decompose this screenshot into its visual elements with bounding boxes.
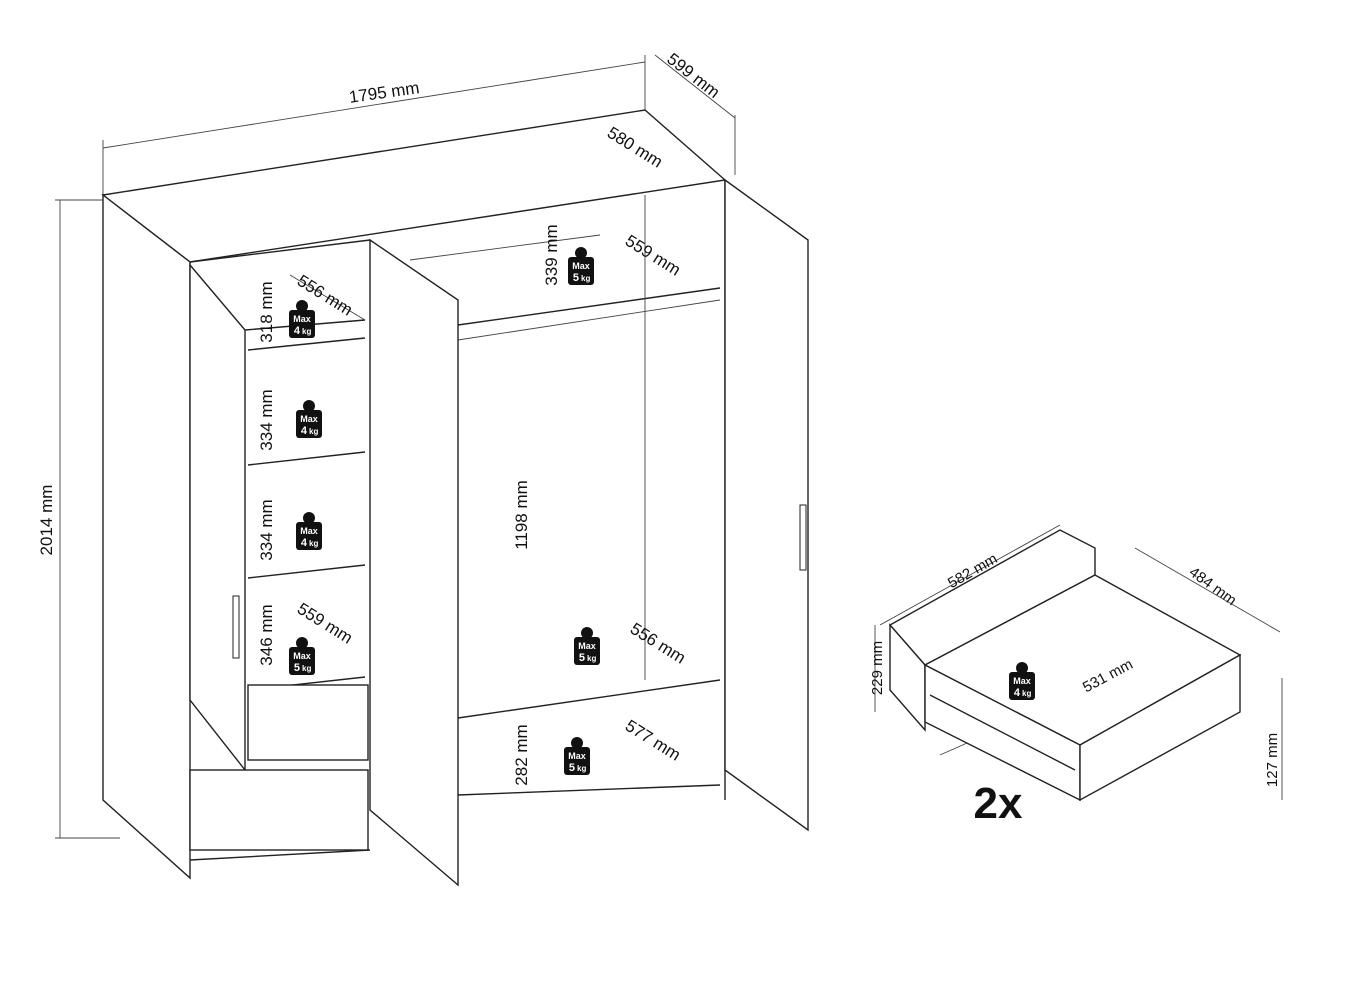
badge-unit-label: kg: [309, 427, 318, 436]
badge-max-label: Max: [293, 314, 311, 324]
weight-icon: [581, 627, 593, 639]
max-weight-badge: Max 4 kg: [296, 400, 322, 438]
badge-weight-value: 4: [1014, 687, 1021, 699]
max-weight-badge: Max 4 kg: [289, 300, 315, 338]
drawer-height-label: 229 mm: [869, 641, 886, 695]
max-weight-badge: Max 5 kg: [564, 737, 590, 775]
badge-max-label: Max: [300, 414, 318, 424]
badge-weight-value: 4: [294, 325, 301, 337]
badge-unit-label: kg: [302, 664, 311, 673]
max-weight-badge: Max 5 kg: [289, 637, 315, 675]
weight-icon: [575, 247, 587, 259]
weight-icon: [571, 737, 583, 749]
badge-max-label: Max: [572, 261, 590, 271]
weight-badges: Max 4 kg Max 4 kg Max 4 kg Max 5 kg Max …: [289, 247, 1035, 775]
badge-weight-value: 5: [573, 272, 579, 284]
drawer-quantity-label: 2x: [974, 779, 1023, 828]
badge-weight-value: 5: [294, 662, 300, 674]
badge-max-label: Max: [300, 526, 318, 536]
badge-weight-value: 4: [301, 425, 308, 437]
badge-max-label: Max: [293, 651, 311, 661]
badge-weight-value: 5: [579, 652, 585, 664]
outer-depth-label: 599 mm: [663, 49, 723, 102]
badge-unit-label: kg: [1022, 689, 1031, 698]
drawer-depth-label: 484 mm: [1186, 564, 1240, 610]
shelf-height-label: 318 mm: [257, 281, 276, 342]
shelf-height-label: 334 mm: [257, 499, 276, 560]
weight-icon: [1016, 662, 1028, 674]
badge-max-label: Max: [1013, 676, 1031, 686]
wardrobe-body: [101, 109, 809, 887]
badge-unit-label: kg: [309, 539, 318, 548]
max-weight-badge: Max 4 kg: [1009, 662, 1035, 700]
drawer-illustration: [888, 529, 1242, 802]
max-weight-badge: Max 5 kg: [568, 247, 594, 285]
weight-icon: [303, 400, 315, 412]
bottom-height-label: 282 mm: [512, 724, 531, 785]
height-label: 2014 mm: [37, 485, 56, 556]
badge-unit-label: kg: [577, 764, 586, 773]
badge-unit-label: kg: [587, 654, 596, 663]
badge-weight-value: 4: [301, 537, 308, 549]
weight-icon: [303, 512, 315, 524]
max-weight-badge: Max 5 kg: [574, 627, 600, 665]
hanging-height-label: 1198 mm: [512, 480, 531, 550]
badge-max-label: Max: [568, 751, 586, 761]
shelf-height-label: 346 mm: [257, 604, 276, 665]
drawer-inner-height-label: 127 mm: [1264, 733, 1281, 787]
badge-unit-label: kg: [581, 274, 590, 283]
max-weight-badge: Max 4 kg: [296, 512, 322, 550]
width-label: 1795 mm: [348, 78, 421, 107]
shelf-height-label: 334 mm: [257, 389, 276, 450]
top-compartment-depth-label: 559 mm: [622, 231, 684, 280]
weight-icon: [296, 300, 308, 312]
badge-unit-label: kg: [302, 327, 311, 336]
badge-max-label: Max: [578, 641, 596, 651]
weight-icon: [296, 637, 308, 649]
bottom-depth-label: 577 mm: [622, 716, 684, 765]
lower-shelf-depth-label: 556 mm: [627, 619, 689, 668]
badge-weight-value: 5: [569, 762, 575, 774]
top-compartment-height-label: 339 mm: [542, 224, 561, 285]
